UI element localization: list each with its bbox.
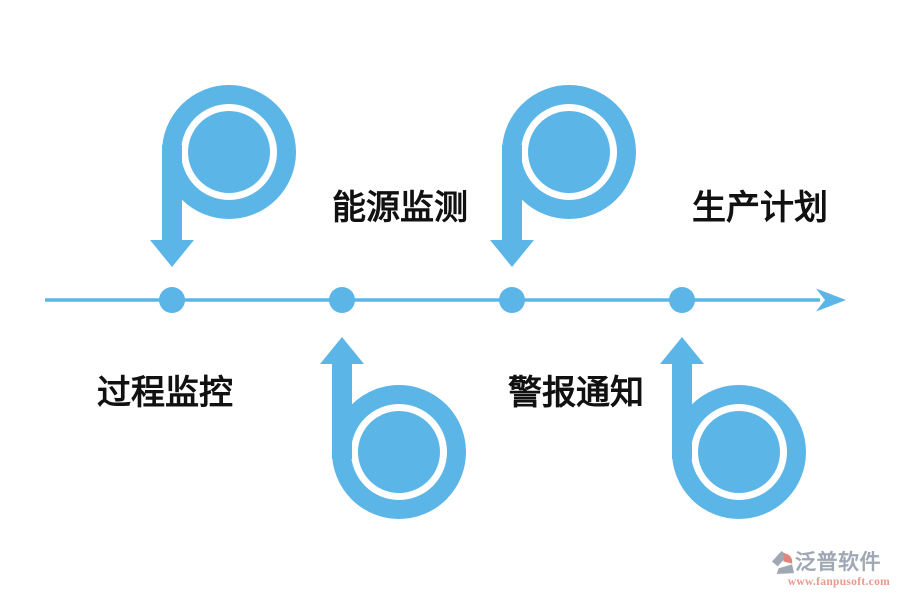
p-loop-arrow-down-icon <box>150 95 287 268</box>
timeline-dot-3 <box>499 287 525 313</box>
b-loop-arrow-up-icon <box>660 337 797 510</box>
milestone-label-production-plan: 生产计划 <box>692 189 828 227</box>
timeline-dot-2 <box>329 287 355 313</box>
watermark-brand-text: 泛普软件 <box>795 551 881 574</box>
milestone-label-process-monitoring: 过程监控 <box>97 374 233 412</box>
timeline-dot-4 <box>669 287 695 313</box>
timeline-dot-1 <box>159 287 185 313</box>
watermark-url-text: www.fanpusoft.com <box>787 576 890 588</box>
p-loop-arrow-down-icon <box>490 95 627 268</box>
milestone-label-alarm-notification: 警报通知 <box>508 374 644 412</box>
watermark: 泛普软件 www.fanpusoft.com <box>770 550 890 592</box>
fanpu-logo-icon <box>771 550 795 575</box>
timeline-arrowhead-icon <box>816 288 846 312</box>
milestone-label-energy-monitoring: 能源监测 <box>332 189 468 227</box>
b-loop-arrow-up-icon <box>320 337 457 510</box>
